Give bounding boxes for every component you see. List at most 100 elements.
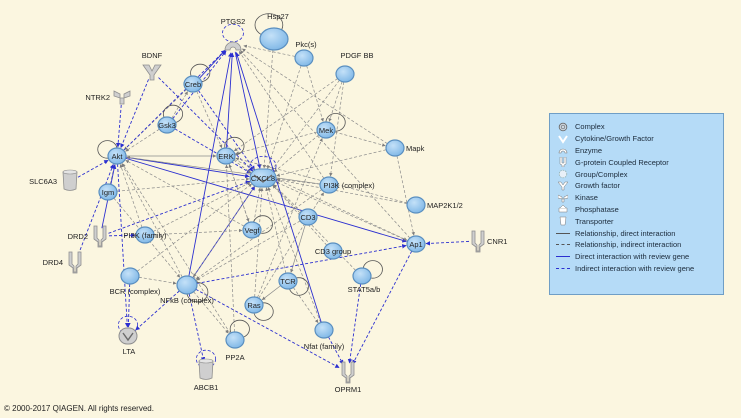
legend-label: Indirect interaction with review gene	[575, 263, 695, 273]
edge-STAT5ab-CXCL8	[272, 184, 356, 271]
edge-DRD2-CXCL8	[108, 180, 251, 234]
node-bdnf[interactable]: BDNF	[142, 51, 163, 81]
node-label-ras: Ras	[247, 301, 261, 310]
legend-item: Indirect interaction with review gene	[556, 263, 723, 275]
node-cd3g[interactable]: CD3 group	[315, 242, 351, 260]
edge-BDNF-CXCL8	[158, 77, 254, 172]
edge-BCR-CXCL8	[137, 183, 253, 272]
legend-item: Phosphatase	[556, 204, 723, 216]
node-label-bdnf: BDNF	[142, 51, 163, 60]
complex-icon	[556, 122, 570, 132]
node-label-oprm1: OPRM1	[335, 385, 362, 394]
node-oprm1[interactable]: OPRM1	[335, 361, 362, 394]
edge-PTGS2-CXCL8	[234, 51, 262, 169]
edge-Ap1-CXCL8	[275, 181, 408, 242]
node-pp2a[interactable]: PP2A	[225, 331, 245, 362]
node-pi3kc[interactable]: PI3K (complex)	[319, 176, 375, 194]
node-ras[interactable]: Ras	[244, 296, 264, 314]
node-label-lta: LTA	[123, 347, 136, 356]
edge-ERK-PTGS2	[226, 52, 235, 149]
node-label-gsk3: Gsk3	[158, 121, 176, 130]
edge-Creb-PTGS2	[199, 50, 226, 79]
legend-item: Kinase	[556, 192, 723, 204]
self-loop-ABCB1	[195, 349, 217, 369]
node-mek[interactable]: Mek	[316, 121, 336, 139]
edge-BDNF-Akt	[120, 79, 149, 149]
node-ap1[interactable]: Ap1	[406, 235, 426, 253]
node-ptgs2[interactable]: PTGS2	[221, 17, 246, 51]
node-slc6a3[interactable]: SLC6A3	[29, 169, 78, 191]
node-hsp27[interactable]: Hsp27	[259, 12, 289, 51]
legend-item: Cytokine/Growth Factor	[556, 133, 723, 145]
edge-Mek-CXCL8	[273, 134, 320, 173]
node-label-drd4: DRD4	[43, 258, 63, 267]
node-label-erk: ERK	[218, 152, 233, 161]
line-dash-gray-icon	[556, 244, 570, 246]
node-pkcs[interactable]: Pkc(s)	[294, 40, 317, 67]
edge-Akt-Ap1	[125, 157, 407, 243]
node-gsk3[interactable]: Gsk3	[157, 116, 177, 134]
edge-STAT5ab-OPRM1	[347, 283, 362, 364]
node-lta[interactable]: LTA	[118, 327, 138, 356]
node-label-nfat: Nfat (family)	[304, 342, 345, 351]
node-label-abcb1: ABCB1	[194, 383, 219, 392]
edge-Nfat-CXCL8	[267, 186, 321, 323]
node-label-pi3kc: PI3K (complex)	[323, 181, 375, 190]
node-mapk[interactable]: Mapk	[385, 139, 425, 157]
node-stat5ab[interactable]: STAT5a/b	[348, 267, 381, 294]
node-nfkb[interactable]: NFkB (complex)	[160, 275, 214, 305]
kinase-icon	[556, 193, 570, 203]
edge-Akt-PTGS2	[123, 49, 226, 151]
node-pdgfbb[interactable]: PDGF BB	[335, 51, 373, 83]
legend-item: Enzyme	[556, 145, 723, 157]
cytokine-icon	[556, 134, 570, 144]
edge-MAP2K12-CXCL8	[276, 178, 408, 204]
legend-item: Complex	[556, 121, 723, 133]
legend-item: Group/Complex	[556, 168, 723, 180]
edge-NFkB-PP2A	[193, 291, 229, 334]
edge-PDGFBB-ERK	[233, 78, 338, 152]
node-cd3[interactable]: CD3	[298, 208, 318, 226]
line-dash-blue-icon	[556, 267, 570, 269]
node-cxcl8[interactable]: CXCL8	[249, 168, 277, 188]
edge-TCR-Ras	[261, 285, 281, 301]
edge-ERK-CXCL8	[233, 159, 252, 174]
node-abcb1[interactable]: ABCB1	[194, 358, 219, 392]
node-ntrk2[interactable]: NTRK2	[85, 90, 131, 105]
node-cnr1[interactable]: CNR1	[471, 230, 507, 253]
edge-Mapk-CXCL8	[276, 149, 387, 177]
edge-Vegf-Akt	[125, 160, 245, 227]
line-solid-blue-icon	[556, 256, 570, 258]
node-akt[interactable]: Akt	[107, 147, 127, 165]
legend-label: Relationship, indirect interaction	[575, 240, 682, 250]
edge-PDGFBB-CXCL8	[271, 80, 340, 171]
node-tcr[interactable]: TCR	[278, 272, 298, 290]
edge-PDGFBB-Mek	[328, 81, 343, 122]
edge-NFkB-Akt	[121, 163, 183, 278]
node-nfat[interactable]: Nfat (family)	[304, 321, 345, 351]
node-pi3kf[interactable]: PI3K (family)	[124, 226, 167, 244]
node-drd2[interactable]: DRD2	[68, 225, 107, 248]
edge-DRD4-Akt	[77, 163, 114, 255]
edge-SLC6A3-Akt	[77, 159, 109, 178]
self-loop-LTA	[117, 315, 139, 335]
legend-label: Relationship, direct interaction	[575, 228, 676, 238]
enzyme-icon	[556, 145, 570, 155]
node-igm[interactable]: Igm	[98, 183, 118, 201]
node-bcr[interactable]: BCR (complex)	[110, 267, 161, 296]
edge-Mapk-PTGS2	[241, 48, 388, 144]
edge-Akt-CXCL8	[125, 156, 250, 179]
growth-factor-icon	[556, 181, 570, 191]
node-vegf[interactable]: Vegf	[242, 221, 262, 239]
edge-MAP2K12-ERK	[235, 157, 408, 204]
node-map2k12[interactable]: MAP2K1/2	[406, 196, 463, 214]
node-label-stat5ab: STAT5a/b	[348, 285, 381, 294]
edge-BCR-NFkB	[138, 276, 177, 285]
node-drd4[interactable]: DRD4	[43, 251, 82, 274]
edge-Vegf-CXCL8	[253, 187, 262, 223]
node-erk[interactable]: ERK	[216, 147, 236, 165]
legend-item: G-protein Coupled Receptor	[556, 156, 723, 168]
node-label-pp2a: PP2A	[225, 353, 244, 362]
node-creb[interactable]: Creb	[183, 75, 203, 93]
edge-Gsk3-Creb	[171, 91, 188, 119]
